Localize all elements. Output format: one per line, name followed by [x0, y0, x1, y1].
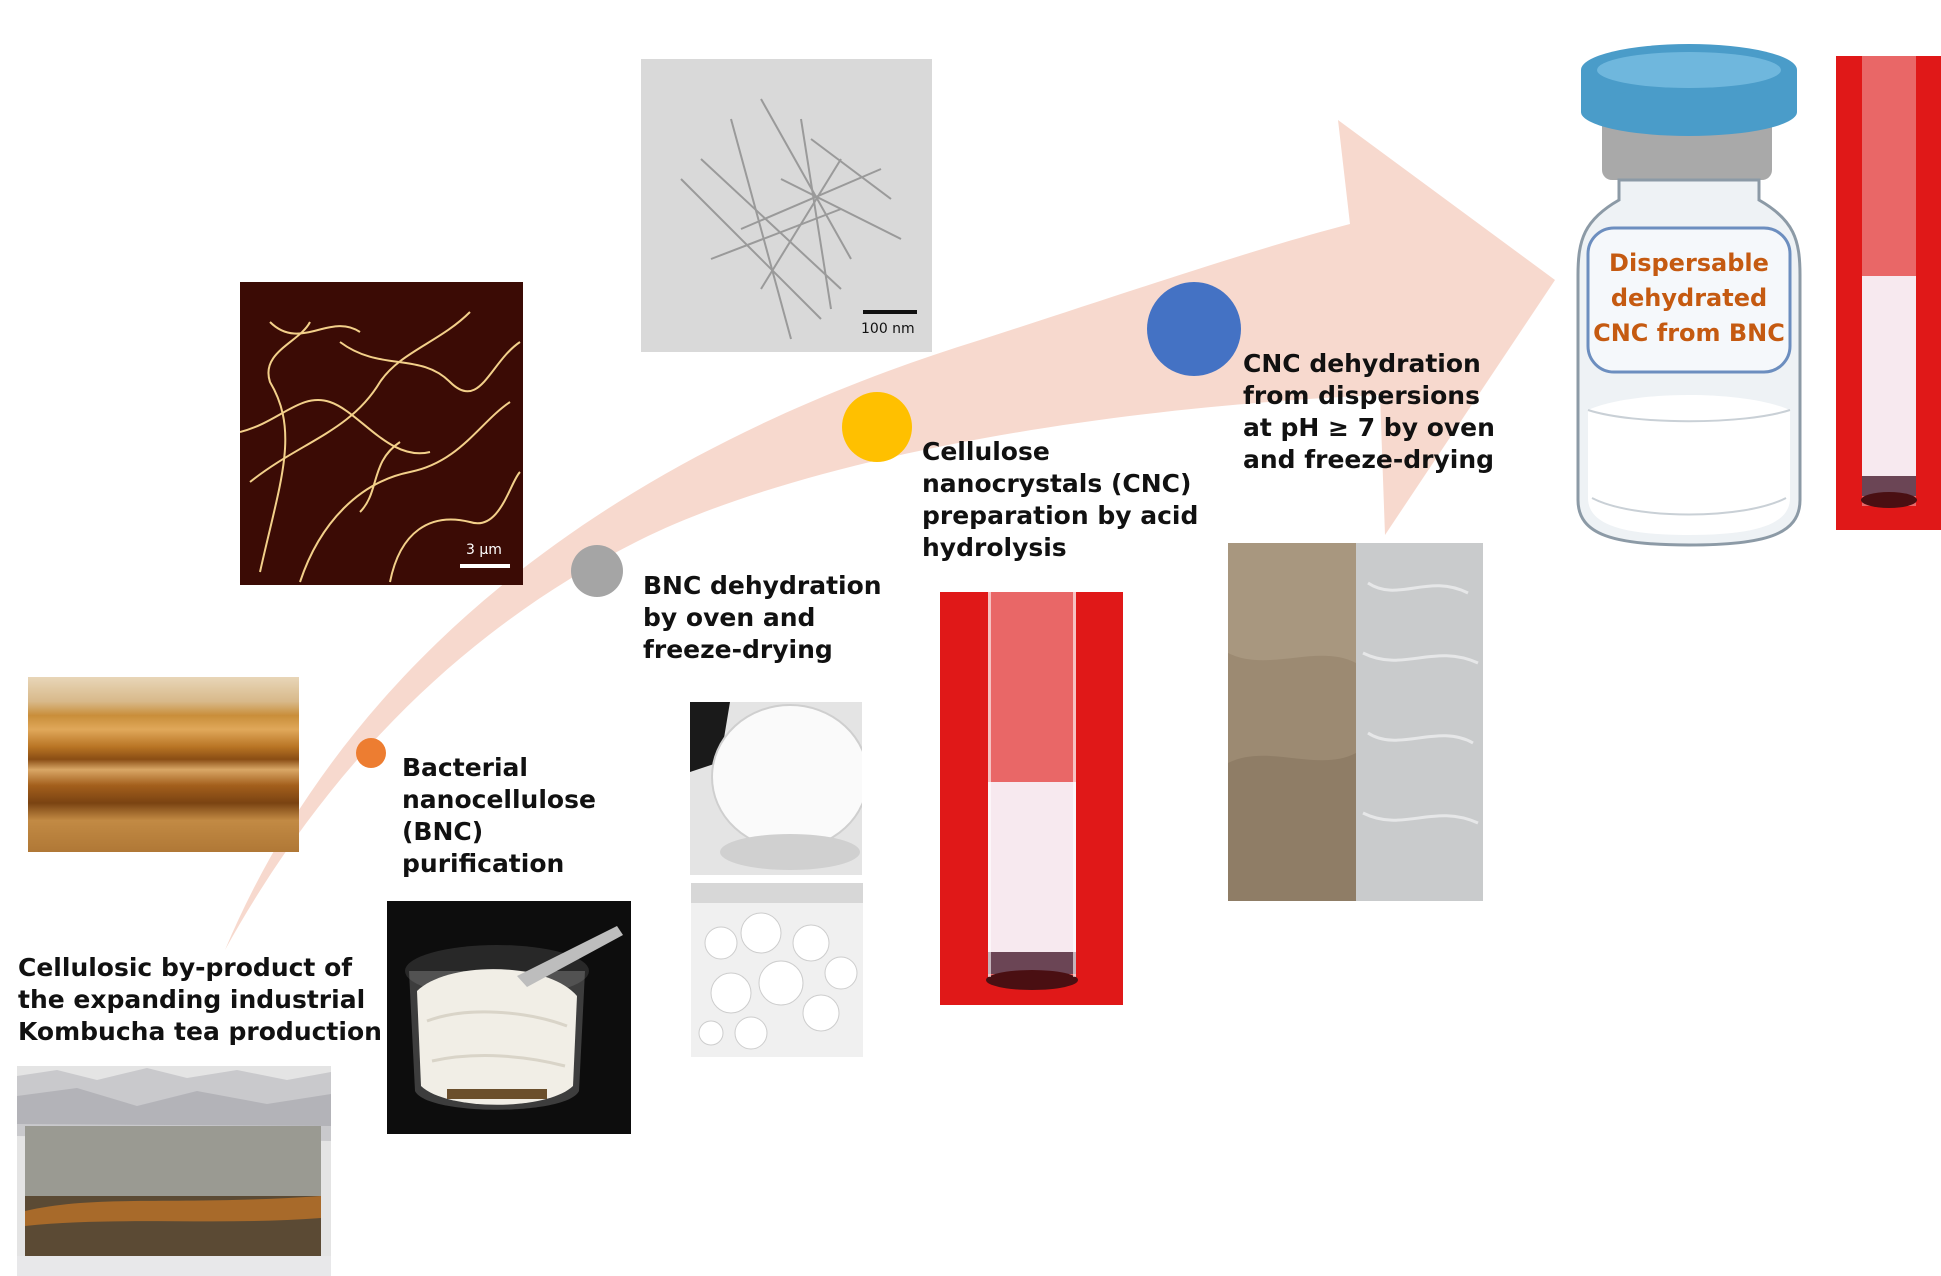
bnc-beaker-photo [387, 901, 631, 1134]
vial-illustration: Dispersable dehydrated CNC from BNC [1574, 30, 1804, 550]
cnc-films-photo [1228, 543, 1483, 901]
tem-cnc-photo: 100 nm [641, 59, 932, 352]
vial-label: Dispersable dehydrated CNC from BNC [1593, 249, 1785, 347]
kombucha-tank-photo [17, 1066, 331, 1276]
step-4-label: CNC dehydration from dispersions at pH ≥… [1243, 349, 1495, 474]
bnc-dried-disk-photo [690, 702, 862, 875]
step-2-label: BNC dehydration by oven and freeze-dryin… [643, 571, 882, 664]
afm-fibers-photo: 3 μm [240, 282, 523, 585]
step-3-dot [842, 392, 912, 462]
step-2-dot [571, 545, 623, 597]
kombucha-pellicle-photo [28, 677, 299, 852]
tem-scale-label: 100 nm [861, 321, 915, 337]
step-0-label: Cellulosic by-product of the expanding i… [18, 953, 382, 1046]
bnc-crumbles-photo [691, 883, 863, 1057]
step-4-dot [1147, 282, 1241, 376]
afm-scale-label: 3 μm [466, 542, 502, 558]
cnc-tube-photo [940, 592, 1123, 1005]
cnc-tube-right-photo [1836, 56, 1941, 530]
step-1-dot [356, 738, 386, 768]
step-1-label: Bacterial nanocellulose (BNC) purificati… [402, 753, 596, 878]
step-3-label: Cellulose nanocrystals (CNC) preparation… [922, 437, 1199, 562]
